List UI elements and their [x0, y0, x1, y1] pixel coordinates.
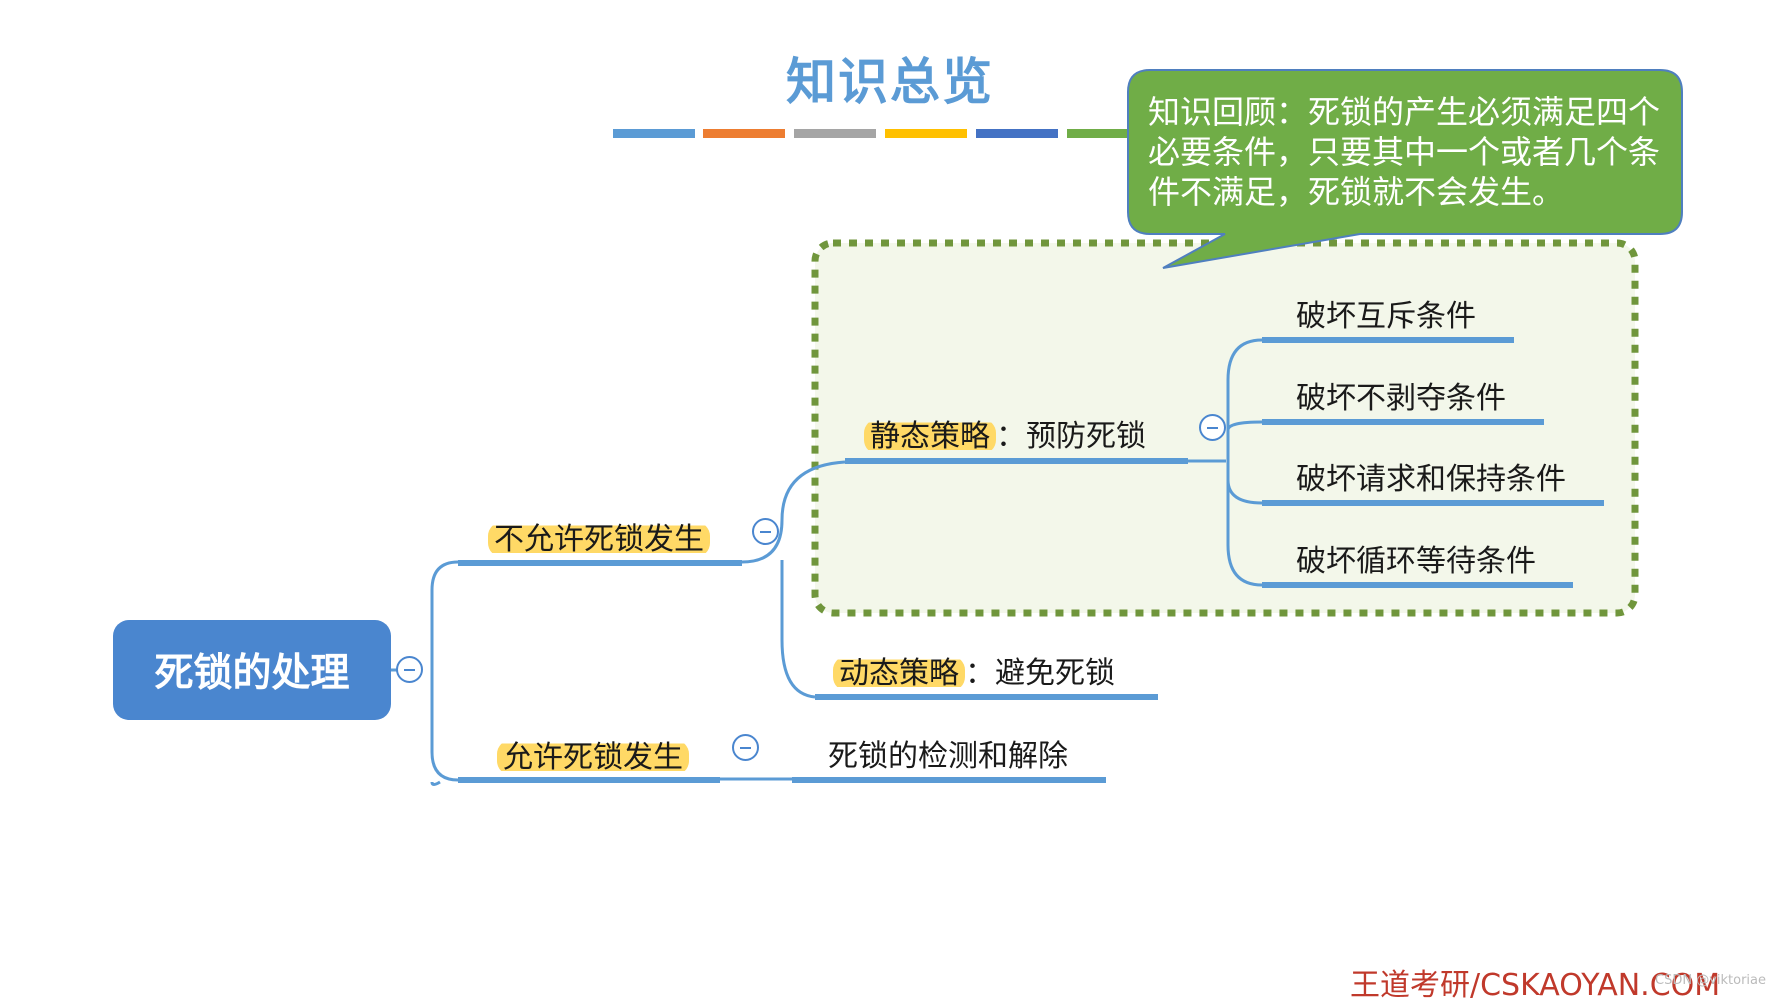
node-static[interactable]: 静态策略：预防死锁 [864, 411, 1146, 455]
title-bar-4 [885, 129, 967, 138]
title-bar-2 [703, 129, 785, 138]
collapse-root-icon[interactable] [396, 656, 423, 683]
callout-bubble [1127, 69, 1683, 269]
node-allow-label: 允许死锁发生 [497, 740, 689, 775]
page-title: 知识总览 [786, 52, 994, 111]
dynamic-sep: ： [965, 656, 995, 691]
title-bar-3 [794, 129, 876, 138]
root-label: 死锁的处理 [154, 651, 350, 696]
dynamic-tag: 动态策略 [833, 656, 965, 691]
node-detect[interactable]: 死锁的检测和解除 [828, 739, 1068, 774]
node-break-mutex[interactable]: 破坏互斥条件 [1296, 299, 1476, 334]
title-bar-1 [613, 129, 695, 138]
static-sep: ： [996, 419, 1026, 454]
dynamic-text: 避免死锁 [995, 656, 1115, 691]
collapse-disallow-icon[interactable] [752, 518, 779, 545]
node-break-hold-wait[interactable]: 破坏请求和保持条件 [1296, 462, 1566, 497]
static-tag: 静态策略 [864, 419, 996, 454]
title-bar-6 [1067, 129, 1149, 138]
node-allow[interactable]: 允许死锁发生 [497, 732, 689, 776]
node-disallow[interactable]: 不允许死锁发生 [488, 514, 710, 558]
collapse-static-icon[interactable] [1199, 414, 1226, 441]
title-bar-5 [976, 129, 1058, 138]
static-text: 预防死锁 [1026, 419, 1146, 454]
node-break-no-preempt[interactable]: 破坏不剥夺条件 [1296, 381, 1506, 416]
node-disallow-label: 不允许死锁发生 [488, 522, 710, 557]
watermark: CSDN @viktoriae [1655, 973, 1767, 988]
node-break-circular-wait[interactable]: 破坏循环等待条件 [1296, 544, 1536, 579]
callout-text: 知识回顾：死锁的产生必须满足四个必要条件，只要其中一个或者几个条件不满足，死锁就… [1148, 93, 1661, 211]
node-dynamic[interactable]: 动态策略：避免死锁 [833, 648, 1115, 692]
collapse-allow-icon[interactable] [732, 734, 759, 761]
root-node[interactable]: 死锁的处理 [113, 620, 391, 720]
